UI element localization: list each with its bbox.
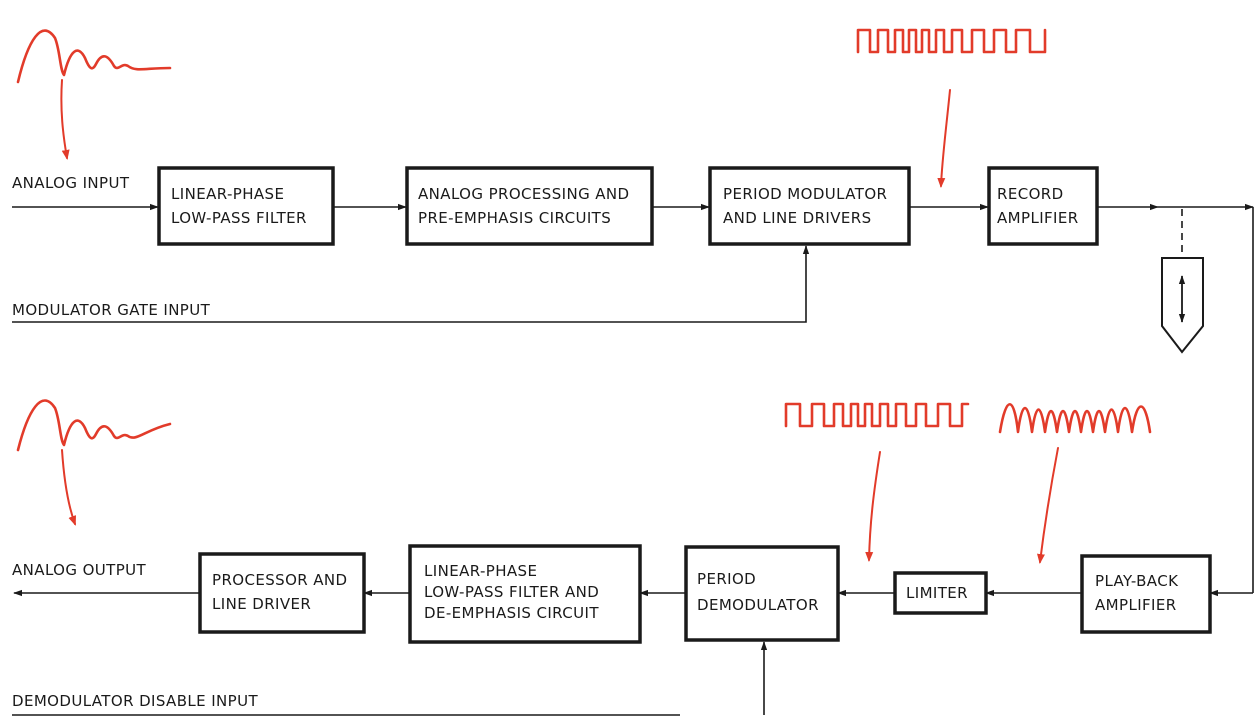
analog-input-label: ANALOG INPUT — [12, 174, 130, 192]
svg-text:PROCESSOR AND: PROCESSOR AND — [212, 571, 348, 589]
analog-output-label: ANALOG OUTPUT — [12, 561, 147, 579]
svg-text:AMPLIFIER: AMPLIFIER — [997, 209, 1079, 227]
analog-waveform-output-icon — [16, 399, 172, 526]
square-wave-record-icon — [856, 28, 1047, 188]
processor-line-driver-block: PROCESSOR AND LINE DRIVER — [198, 552, 366, 634]
svg-text:DE-EMPHASIS CIRCUIT: DE-EMPHASIS CIRCUIT — [424, 604, 599, 622]
svg-text:PERIOD MODULATOR: PERIOD MODULATOR — [723, 185, 887, 203]
sine-wave-playback-icon — [998, 402, 1152, 564]
record-wiring — [12, 203, 1254, 323]
de-emphasis-filter-block: LINEAR-PHASE LOW-PASS FILTER AND DE-EMPH… — [408, 544, 642, 644]
modulator-gate-input-label: MODULATOR GATE INPUT — [12, 301, 211, 319]
svg-text:LOW-PASS FILTER AND: LOW-PASS FILTER AND — [424, 583, 599, 601]
period-modulator-block: PERIOD MODULATOR AND LINE DRIVERS — [708, 166, 911, 246]
analog-processing-block: ANALOG PROCESSING AND PRE-EMPHASIS CIRCU… — [405, 166, 654, 246]
linear-phase-low-pass-filter-block: LINEAR-PHASE LOW-PASS FILTER — [157, 166, 335, 246]
analog-waveform-input-icon — [16, 29, 172, 160]
svg-text:PERIOD: PERIOD — [697, 570, 756, 588]
svg-text:PLAY-BACK: PLAY-BACK — [1095, 572, 1179, 590]
svg-text:LOW-PASS FILTER: LOW-PASS FILTER — [171, 209, 307, 227]
svg-text:LIMITER: LIMITER — [906, 584, 968, 602]
svg-text:DEMODULATOR: DEMODULATOR — [697, 596, 819, 614]
playback-wiring — [12, 207, 1254, 716]
svg-text:LINE DRIVER: LINE DRIVER — [212, 595, 311, 613]
svg-text:ANALOG PROCESSING AND: ANALOG PROCESSING AND — [418, 185, 630, 203]
svg-text:AMPLIFIER: AMPLIFIER — [1095, 596, 1177, 614]
svg-text:RECORD: RECORD — [997, 185, 1064, 203]
square-wave-playback-icon — [784, 402, 970, 562]
svg-text:LINEAR-PHASE: LINEAR-PHASE — [424, 562, 537, 580]
demodulator-disable-input-label: DEMODULATOR DISABLE INPUT — [12, 692, 258, 710]
play-back-amplifier-block: PLAY-BACK AMPLIFIER — [1080, 554, 1212, 634]
record-amplifier-block: RECORD AMPLIFIER — [987, 166, 1099, 246]
svg-text:PRE-EMPHASIS CIRCUITS: PRE-EMPHASIS CIRCUITS — [418, 209, 611, 227]
svg-text:LINEAR-PHASE: LINEAR-PHASE — [171, 185, 284, 203]
limiter-block: LIMITER — [893, 571, 988, 615]
tape-head-icon — [1161, 257, 1204, 354]
svg-text:AND LINE DRIVERS: AND LINE DRIVERS — [723, 209, 872, 227]
period-demodulator-block: PERIOD DEMODULATOR — [684, 545, 840, 642]
